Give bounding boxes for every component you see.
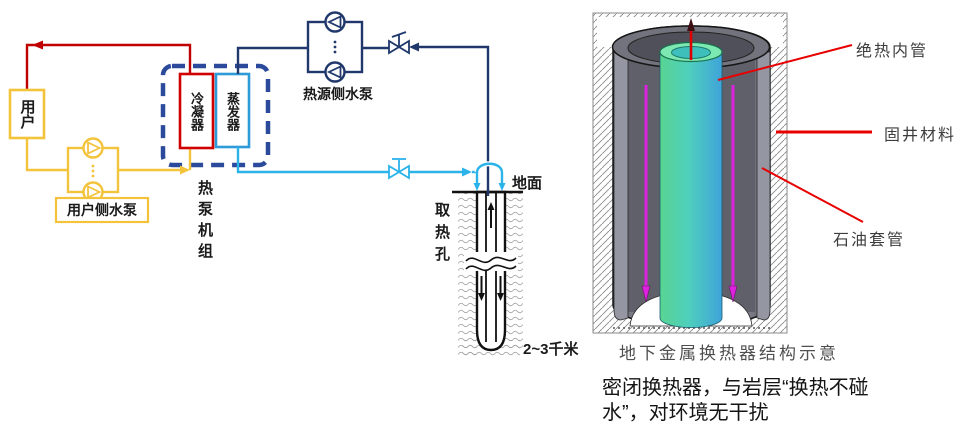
borehole [452, 190, 523, 358]
heat-pump-unit-dashed-box [160, 63, 271, 168]
condenser-label-wrap: 冷凝器 [180, 76, 213, 147]
downflow-arrows [478, 276, 504, 301]
user-side-pump [66, 137, 120, 203]
cement-annotation: 固井材料 [884, 127, 957, 144]
note-line-1: 密闭换热器，与岩层“换热不碰 [602, 377, 869, 399]
user-pump-label-box [54, 196, 150, 224]
evaporator-label-wrap: 蒸发器 [216, 76, 249, 146]
condenser-box [178, 72, 215, 150]
casing-cut-face-right [756, 51, 771, 321]
hot-supply-pipe [25, 40, 192, 90]
borehole-label: 取热孔 [433, 202, 450, 268]
source-pump-label: 热源侧水泵 [303, 86, 373, 102]
borehole-rock-left [458, 192, 477, 358]
source-hot-arrowhead [409, 42, 419, 52]
hot-supply-arrowhead [32, 40, 43, 50]
source-cold-valve-icon [388, 158, 410, 180]
source-loop-cold-pipe [236, 147, 506, 191]
user-box-label: 用户 [18, 99, 36, 129]
evaporator-box [214, 72, 251, 149]
closed-loop-note: 密闭换热器，与岩层“换热不碰 水”，对环境无干扰 [602, 376, 932, 426]
source-loop-hot-pipe [236, 42, 490, 196]
user-loop-pipes [25, 138, 192, 175]
condenser-label: 冷凝器 [189, 92, 204, 131]
evaporator-label: 蒸发器 [225, 91, 240, 131]
ground-label: 地面 [512, 175, 543, 192]
borehole-rock-right [505, 192, 523, 352]
user-box [8, 88, 46, 140]
inner-pipe-annotation: 绝热内管 [856, 43, 929, 60]
user-loop-arrowhead [180, 165, 190, 175]
inner-pipe-body [659, 51, 723, 328]
note-line-2: 水”，对环境无干扰 [602, 402, 769, 424]
user-box-label-wrap: 用户 [10, 90, 44, 138]
annotation-leader-lines [717, 44, 872, 223]
heat-pump-unit-label: 热泵机组 [196, 180, 213, 264]
depth-label: 2~3千米 [523, 341, 579, 358]
break-wave-bottom [465, 264, 517, 272]
casing-cut-face-left [613, 51, 629, 321]
exchanger-caption: 地下金属换热器结构示意 [619, 344, 839, 363]
source-cold-arrowhead [462, 167, 472, 177]
source-side-pump [306, 11, 364, 83]
outlet-up-arrow [687, 18, 695, 60]
break-wave-top [465, 256, 517, 264]
annulus-flow-arrows [641, 85, 738, 303]
exchanger-3d-render [592, 12, 788, 334]
source-hot-valve-icon [388, 31, 410, 55]
casing-annotation: 石油套管 [833, 232, 906, 249]
depth-break-mask [464, 252, 518, 271]
user-pump-label: 用户侧水泵 [67, 202, 137, 218]
pipe-crossover-arc [475, 162, 504, 173]
upflow-arrow [487, 202, 495, 228]
